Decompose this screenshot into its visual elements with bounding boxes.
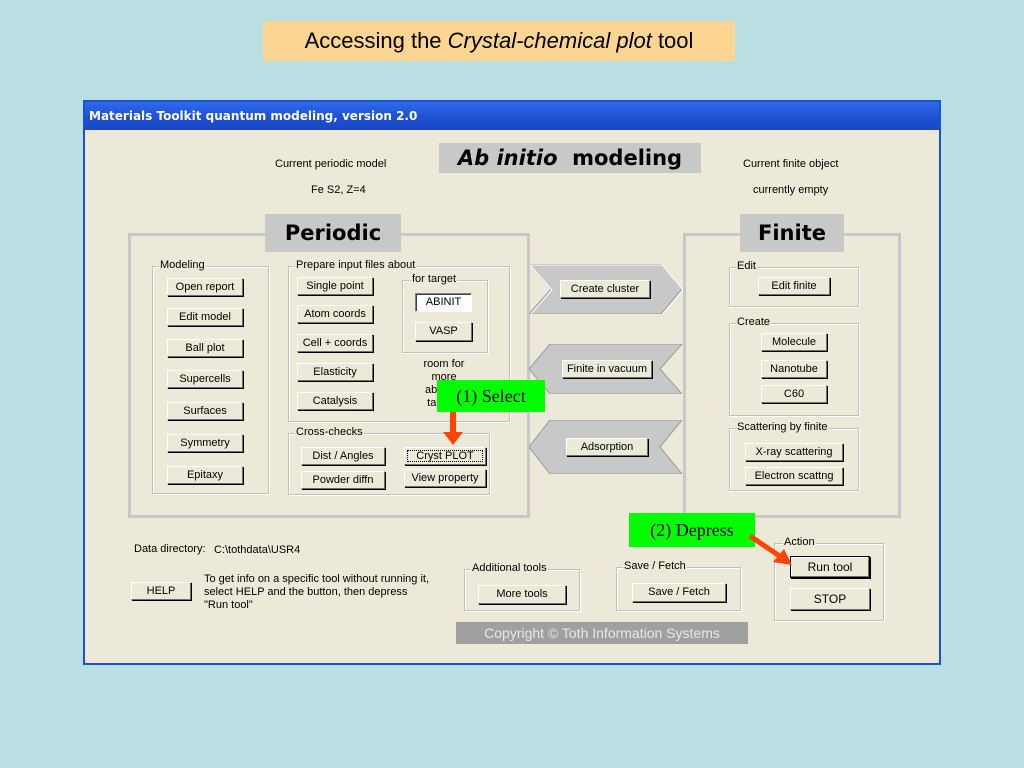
down-arrow-icon (443, 412, 463, 445)
elasticity-button[interactable]: Elasticity (297, 363, 373, 381)
catalysis-button[interactable]: Catalysis (297, 392, 373, 410)
abinit-target-field[interactable]: ABINIT (415, 293, 472, 312)
scattering-group-caption: Scattering by finite (736, 421, 829, 433)
edit-finite-button[interactable]: Edit finite (758, 277, 830, 295)
app-window: Materials Toolkit quantum modeling, vers… (83, 100, 941, 665)
prepare-input-group: Prepare input files about (288, 259, 510, 422)
additional-tools-group: Additional tools (464, 562, 580, 611)
nanotube-button[interactable]: Nanotube (761, 360, 827, 378)
select-annotation: (1) Select (437, 380, 545, 412)
view-property-button[interactable]: View property (404, 469, 486, 487)
room-text-line: room for (423, 358, 465, 370)
finite-in-vacuum-button[interactable]: Finite in vacuum (562, 360, 652, 378)
stop-button[interactable]: STOP (790, 588, 870, 610)
current-periodic-label: Current periodic model (275, 158, 387, 170)
atom-coords-button[interactable]: Atom coords (297, 305, 373, 323)
create-group: Create (729, 316, 859, 416)
electron-scattering-button[interactable]: Electron scattng (745, 467, 843, 485)
modeling-group: Modeling (152, 259, 269, 494)
target-group-caption: for target (411, 273, 458, 285)
action-group: Action (774, 536, 884, 621)
edit-model-button[interactable]: Edit model (167, 308, 243, 326)
adsorption-button[interactable]: Adsorption (566, 438, 648, 456)
xray-scattering-button[interactable]: X-ray scattering (745, 443, 843, 461)
vasp-button[interactable]: VASP (415, 322, 472, 341)
single-point-button[interactable]: Single point (297, 277, 373, 295)
ball-plot-button[interactable]: Ball plot (167, 339, 243, 357)
create-group-caption: Create (736, 316, 772, 328)
more-tools-button[interactable]: More tools (478, 585, 566, 604)
save-fetch-caption: Save / Fetch (623, 560, 687, 572)
current-finite-label: Current finite object (743, 158, 839, 170)
window-titlebar[interactable]: Materials Toolkit quantum modeling, vers… (85, 102, 939, 130)
symmetry-button[interactable]: Symmetry (167, 434, 243, 452)
scattering-group: Scattering by finite (729, 421, 859, 491)
modeling-group-caption: Modeling (159, 259, 206, 271)
supercells-button[interactable]: Supercells (167, 370, 243, 388)
help-text: To get info on a specific tool without r… (204, 573, 429, 612)
current-periodic-value: Fe S2, Z=4 (311, 184, 366, 196)
crosschecks-group-caption: Cross-checks (295, 426, 364, 438)
cell-coords-button[interactable]: Cell + coords (297, 334, 373, 352)
cryst-plot-button[interactable]: Cryst PLOT (404, 447, 486, 465)
periodic-heading: Periodic (265, 214, 401, 252)
create-cluster-button[interactable]: Create cluster (560, 280, 650, 298)
action-group-caption: Action (783, 536, 816, 548)
prepare-group-caption: Prepare input files about (295, 259, 417, 271)
data-directory-label: Data directory: (134, 543, 206, 555)
molecule-button[interactable]: Molecule (761, 333, 827, 351)
powder-diffn-button[interactable]: Powder diffn (301, 471, 385, 489)
finite-heading: Finite (740, 214, 844, 252)
help-button[interactable]: HELP (131, 582, 191, 600)
dist-angles-button[interactable]: Dist / Angles (301, 447, 385, 465)
additional-tools-caption: Additional tools (471, 562, 548, 574)
open-report-button[interactable]: Open report (167, 278, 243, 296)
save-fetch-button[interactable]: Save / Fetch (632, 583, 726, 602)
help-text-line: "Run tool" (204, 599, 253, 611)
current-finite-value: currently empty (753, 184, 829, 196)
c60-button[interactable]: C60 (761, 385, 827, 403)
epitaxy-button[interactable]: Epitaxy (167, 466, 243, 484)
help-text-line: select HELP and the button, then depress (204, 586, 408, 598)
edit-group-caption: Edit (736, 260, 757, 272)
crosschecks-group: Cross-checks (288, 426, 490, 495)
surfaces-button[interactable]: Surfaces (167, 402, 243, 420)
help-text-line: To get info on a specific tool without r… (204, 573, 430, 585)
save-fetch-group: Save / Fetch (616, 560, 741, 611)
copyright-banner: Copyright © Toth Information Systems (456, 622, 748, 644)
modeling-heading: Ab initio modeling (439, 143, 701, 173)
slide-title: Accessing the Crystal-chemical plot tool (263, 21, 735, 61)
data-directory-value: C:\tothdata\USR4 (214, 544, 301, 556)
diagonal-arrow-icon (748, 533, 792, 565)
target-group: for target (402, 273, 488, 353)
edit-group: Edit (729, 260, 859, 307)
depress-annotation: (2) Depress (629, 513, 755, 547)
run-tool-button[interactable]: Run tool (790, 556, 870, 578)
